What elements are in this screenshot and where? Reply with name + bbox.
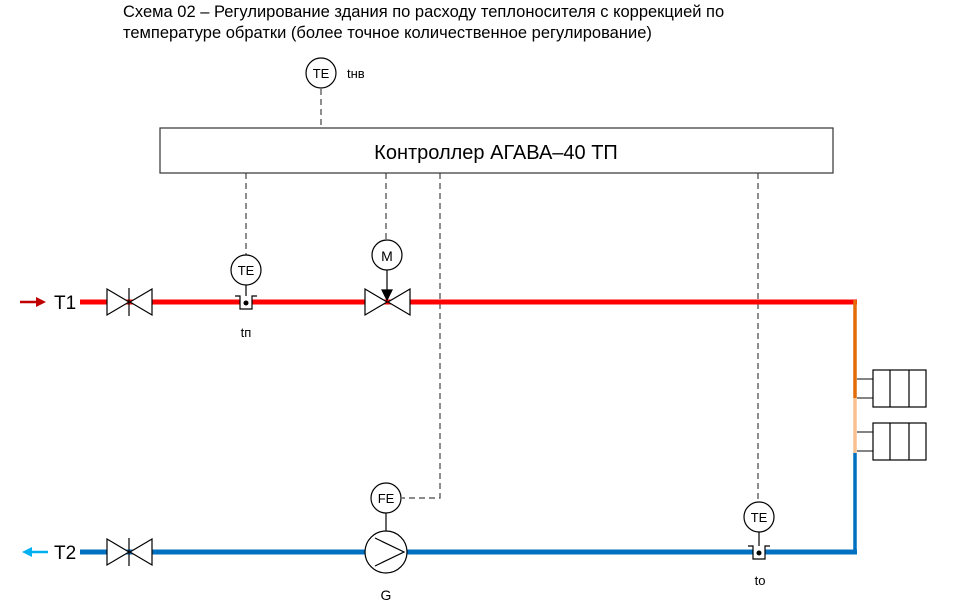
sensor-label: to [755, 573, 766, 588]
sensor-tag: TE [751, 510, 768, 525]
diagram-title: Схема 02 – Регулирование здания по расхо… [123, 2, 883, 44]
supply-arrow-icon [20, 297, 46, 307]
flow-label: G [381, 587, 392, 603]
flow-meter: FE G [364, 482, 408, 603]
controller-box: Контроллер АГАВА–40 ТП [159, 127, 834, 174]
sensor-label: tп [241, 325, 252, 340]
return-label: T2 [54, 543, 76, 564]
return-temp-sensor: TE to [743, 501, 775, 588]
radiator-icon [857, 422, 927, 461]
return-arrow-icon [22, 547, 48, 557]
signal-lines [245, 89, 759, 502]
outdoor-temp-sensor: TE tнв [305, 57, 365, 89]
pump-icon [364, 530, 408, 574]
controller-label: Контроллер АГАВА–40 ТП [374, 142, 618, 164]
sensor-tag: TE [238, 263, 255, 278]
return-shutoff-valve-icon [106, 537, 153, 567]
sensor-tag: FE [378, 491, 395, 506]
title-line-2: температуре обратки (более точное количе… [123, 24, 652, 42]
radiator-icon [857, 369, 927, 408]
actuator-motor: M [371, 239, 403, 271]
control-valve-icon [364, 270, 411, 317]
sensor-tag: TE [313, 66, 330, 81]
actuator-tag: M [381, 248, 393, 264]
supply-temp-sensor: TE tп [230, 254, 262, 340]
supply-label: T1 [54, 293, 76, 314]
supply-shutoff-valve-icon [106, 287, 153, 317]
title-line-1: Схема 02 – Регулирование здания по расхо… [123, 3, 725, 21]
sensor-label: tнв [347, 66, 365, 81]
